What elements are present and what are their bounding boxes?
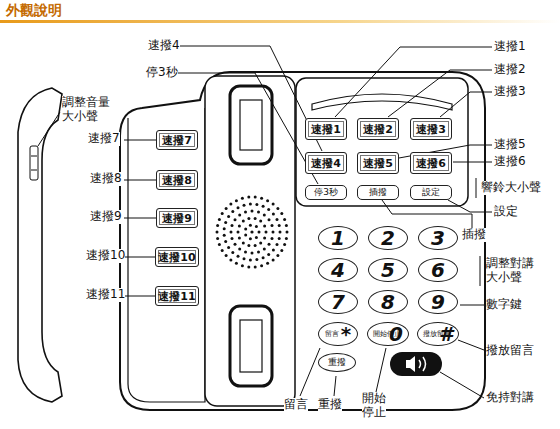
button-label: 速撥6: [416, 156, 446, 171]
button-label: 速撥9: [162, 211, 192, 226]
callout-label: 調整對講大小聲: [486, 257, 534, 285]
function-button: 停3秒: [305, 185, 347, 200]
top-panel: [296, 78, 468, 206]
callout-label: 重撥: [318, 398, 342, 412]
key-symbol: 1: [331, 228, 345, 248]
callout-label: 數字鍵: [486, 298, 522, 312]
callout-label: 速撥1: [494, 40, 526, 54]
leader-lines: [38, 46, 492, 398]
speed-dial-button: 速撥1: [305, 118, 347, 140]
speed-dial-button: 速撥9: [156, 208, 198, 228]
cradle: [205, 76, 295, 406]
callout-label: 速撥2: [494, 63, 526, 77]
card-slot: [312, 94, 452, 110]
number-key: 5: [368, 258, 408, 282]
speaker-grille: [216, 196, 289, 269]
key-symbol: 6: [431, 260, 445, 280]
callout-label: 速撥11: [86, 288, 125, 302]
callout-label: 速撥6: [494, 155, 526, 169]
speed-dial-button: 速撥5: [357, 152, 399, 174]
speed-dial-button: 速撥10: [155, 247, 198, 267]
function-button: 插撥: [357, 185, 399, 200]
phone-body: [120, 72, 485, 410]
cradle-pad: [230, 86, 272, 164]
speed-dial-button: 速撥2: [357, 118, 399, 140]
button-label: 速撥1: [311, 122, 341, 137]
callout-label: 速撥8: [90, 172, 122, 186]
key-symbol: 7: [331, 292, 345, 312]
callout-label: 插撥: [462, 228, 486, 242]
speed-dial-button: 速撥8: [156, 170, 198, 190]
number-key: 留言*: [318, 322, 358, 346]
key-symbol: 2: [381, 228, 395, 248]
number-key: 開始停止0: [367, 322, 409, 346]
speed-dial-button: 速撥3: [410, 118, 452, 140]
button-label: 速撥2: [363, 122, 393, 137]
number-key: 2: [368, 226, 408, 250]
callout-label: 調整音量大小聲: [62, 96, 110, 124]
callout-label: 開始停止: [362, 392, 386, 420]
callout-label: 設定: [494, 205, 518, 219]
redial-button: 重撥: [318, 353, 356, 372]
callout-label: 留言: [284, 398, 308, 412]
speed-dial-button: 速撥4: [305, 152, 347, 174]
number-key: 3: [418, 226, 458, 250]
button-label: 設定: [422, 186, 440, 199]
side-panel: [128, 108, 205, 402]
key-symbol: 3: [431, 228, 445, 248]
number-key: 7: [318, 290, 358, 314]
page-title: 外觀說明: [6, 2, 62, 20]
button-label: 速撥11: [158, 289, 195, 304]
key-symbol: 8: [381, 292, 395, 312]
button-label: 速撥5: [363, 156, 393, 171]
handsfree-button: [390, 352, 442, 376]
key-symbol: 9: [431, 292, 445, 312]
callout-label: 速撥3: [494, 85, 526, 99]
volume-switch: [30, 146, 38, 180]
callout-label: 速撥7: [88, 132, 120, 146]
button-label: 撥放留言: [423, 331, 437, 338]
callout-label: 響鈴大小聲: [481, 181, 541, 195]
button-label: 速撥3: [416, 122, 446, 137]
callout-label: 速撥5: [494, 138, 526, 152]
speed-dial-button: 速撥11: [155, 286, 198, 306]
button-label: 速撥4: [311, 156, 341, 171]
callout-label: 速撥10: [86, 249, 125, 263]
header-rule: [0, 20, 560, 23]
speed-dial-button: 速撥6: [410, 152, 452, 174]
handset: [18, 88, 62, 402]
number-key: 4: [318, 258, 358, 282]
key-symbol: #: [439, 324, 453, 344]
number-key: 8: [368, 290, 408, 314]
button-label: 速撥8: [162, 173, 192, 188]
number-key: 1: [318, 226, 358, 250]
button-label: 重撥: [328, 356, 346, 369]
number-key: 6: [418, 258, 458, 282]
number-key: 撥放留言#: [417, 322, 459, 346]
button-label: 開始停止: [373, 331, 387, 338]
function-button: 設定: [410, 185, 452, 200]
number-key: 9: [418, 290, 458, 314]
button-label: 停3秒: [314, 186, 338, 199]
key-symbol: 4: [331, 260, 345, 280]
button-label: 速撥7: [162, 133, 192, 148]
callout-label: 停3秒: [146, 66, 178, 80]
speed-dial-button: 速撥7: [156, 130, 198, 150]
key-symbol: *: [341, 324, 351, 344]
callout-label: 撥放留言: [486, 344, 534, 358]
button-label: 速撥10: [158, 250, 195, 265]
cradle-pad: [230, 306, 272, 386]
callout-label: 速撥4: [148, 39, 180, 53]
key-symbol: 5: [381, 260, 395, 280]
callout-label: 速撥9: [90, 210, 122, 224]
key-symbol: 0: [389, 324, 403, 344]
button-label: 留言: [325, 331, 339, 338]
button-label: 插撥: [369, 186, 387, 199]
callout-label: 免持對講: [486, 391, 534, 405]
